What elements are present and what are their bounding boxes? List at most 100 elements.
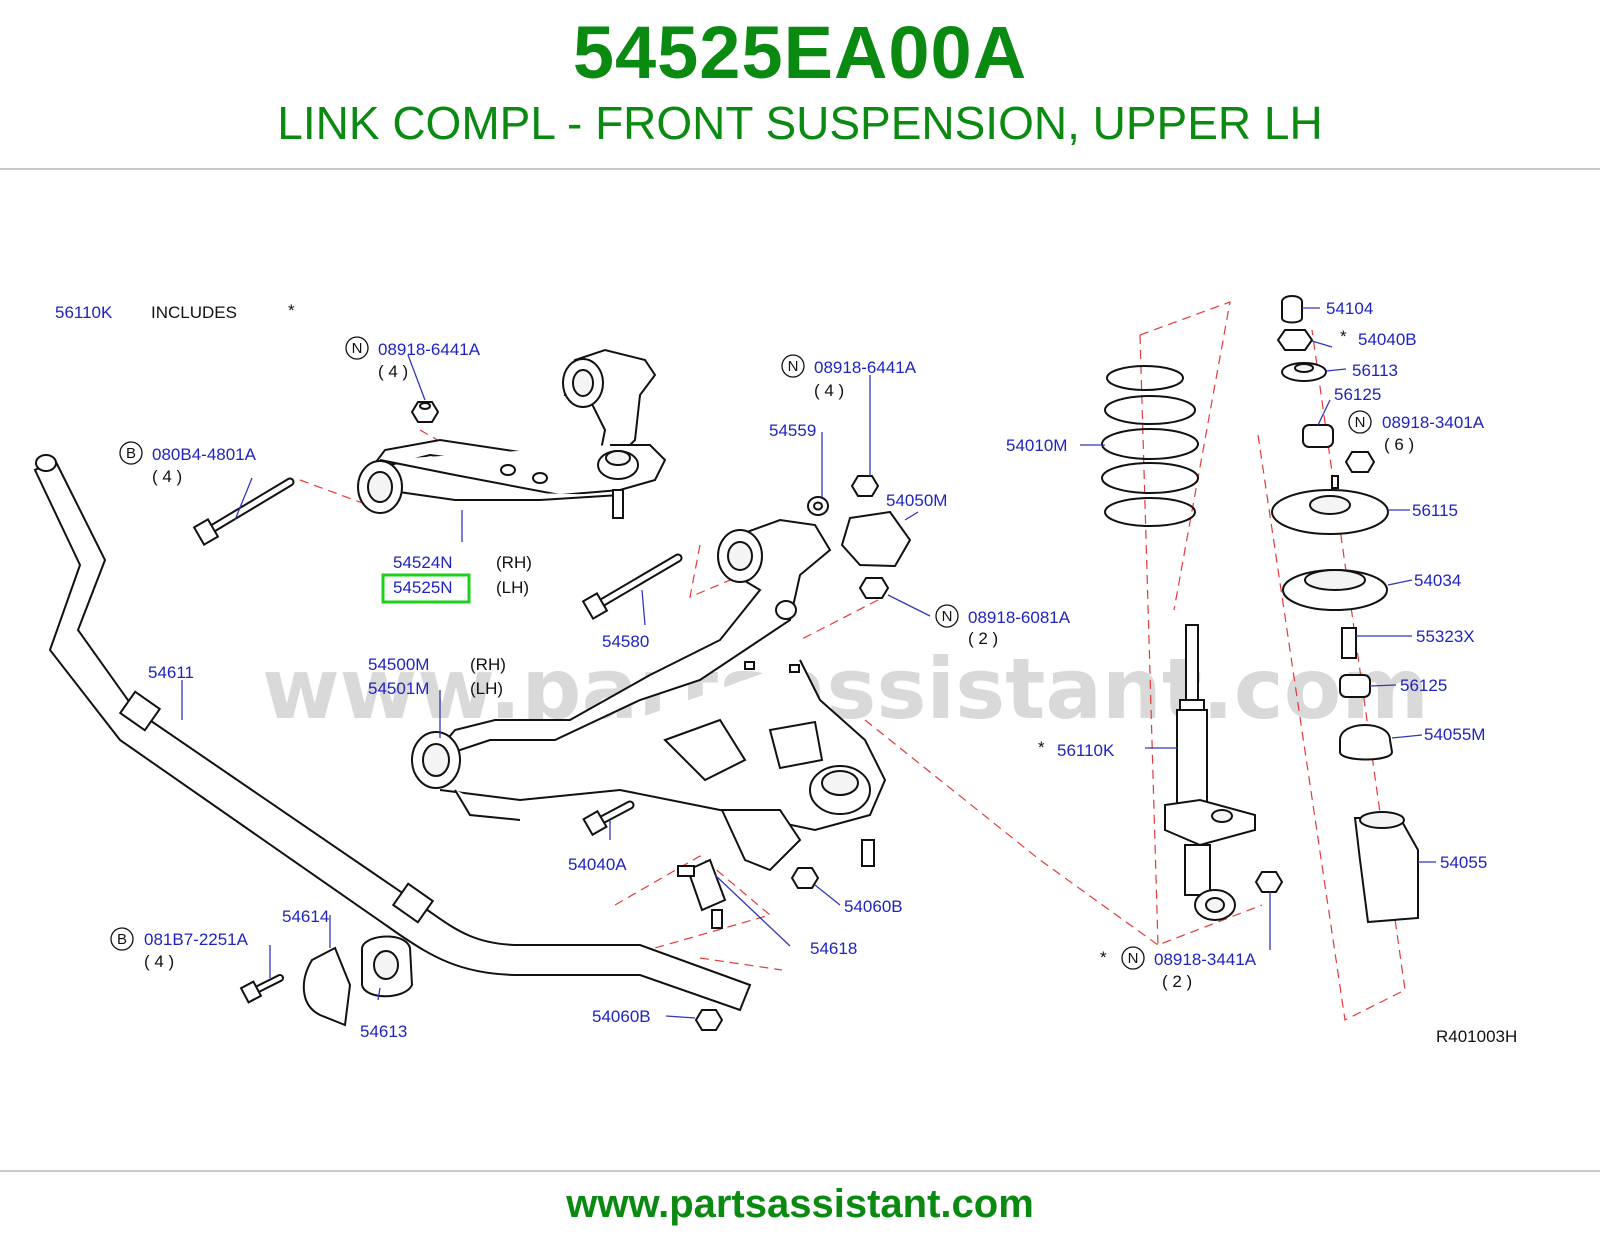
bushing-56125-upper	[1302, 424, 1334, 448]
label-includes-text: INCLUDES	[151, 303, 237, 322]
label-080b4-4801a[interactable]: 080B4-4801A	[152, 445, 257, 464]
circle-n-3: N	[935, 604, 959, 628]
label-54525n-side: (LH)	[496, 578, 529, 597]
lower-control-arm	[411, 518, 887, 872]
upper-control-arm	[357, 348, 667, 519]
circle-n-2: N	[781, 354, 805, 378]
plate-54050m	[840, 510, 912, 568]
qty-08918-3401a: ( 6 )	[1384, 435, 1414, 454]
page-header: 54525EA00A LINK COMPL - FRONT SUSPENSION…	[0, 0, 1600, 170]
cap-54104	[1281, 295, 1303, 324]
circle-b-1: B	[119, 441, 143, 465]
label-54010m[interactable]: 54010M	[1006, 436, 1067, 455]
svg-text:N: N	[942, 608, 953, 625]
footer-divider	[0, 1170, 1600, 1172]
nut-08918-3441a	[1254, 871, 1284, 893]
part-number-title: 54525EA00A	[572, 11, 1028, 94]
coil-spring	[1101, 365, 1199, 527]
washer-56113	[1281, 362, 1327, 382]
label-54611[interactable]: 54611	[148, 663, 194, 682]
label-08918-6441a-lower[interactable]: 08918-6441A	[814, 358, 917, 377]
label-54559[interactable]: 54559	[769, 421, 816, 440]
label-56110k[interactable]: 56110K	[1057, 741, 1115, 760]
qty-08918-6441a-lower: ( 4 )	[814, 381, 844, 400]
label-54500m[interactable]: 54500M	[368, 655, 429, 674]
label-54055[interactable]: 54055	[1440, 853, 1487, 872]
label-54524n[interactable]: 54524N	[393, 553, 453, 572]
shock-absorber	[1164, 624, 1256, 921]
upper-arm-bolt	[192, 477, 295, 547]
label-54104[interactable]: 54104	[1326, 299, 1373, 318]
label-includes-mark: *	[288, 301, 295, 320]
diagram-code: R401003H	[1436, 1027, 1517, 1046]
bumper-54055m	[1339, 724, 1394, 761]
label-55323x[interactable]: 55323X	[1416, 627, 1475, 646]
label-56125-upper[interactable]: 56125	[1334, 385, 1381, 404]
circle-b-2: B	[110, 927, 134, 951]
svg-text:N: N	[788, 358, 799, 375]
nut-08918-6441a-lower	[850, 475, 880, 497]
circle-n-4: N	[1121, 946, 1145, 970]
svg-text:B: B	[126, 445, 136, 462]
label-54613[interactable]: 54613	[360, 1022, 407, 1041]
dust-boot-54055	[1353, 811, 1419, 924]
circle-n-1: N	[345, 336, 369, 360]
stabilizer-link	[677, 858, 727, 929]
label-54524n-side: (RH)	[496, 553, 532, 572]
bushing-56125-lower	[1339, 674, 1371, 698]
svg-text:N: N	[1355, 414, 1366, 431]
header-divider	[0, 168, 1600, 170]
bushing-54613	[361, 935, 414, 998]
svg-text:N: N	[1128, 950, 1139, 967]
upper-arm-nut	[410, 401, 440, 423]
label-54618[interactable]: 54618	[810, 939, 857, 958]
stabilizer-bar	[33, 454, 752, 1012]
label-54040a[interactable]: 54040A	[568, 855, 627, 874]
label-08918-6441a-upper[interactable]: 08918-6441A	[378, 340, 481, 359]
part-description: LINK COMPL - FRONT SUSPENSION, UPPER LH	[277, 97, 1323, 149]
label-08918-3441a-star: *	[1100, 948, 1107, 967]
label-54055m[interactable]: 54055M	[1424, 725, 1485, 744]
nut-08918-3401a	[1344, 451, 1376, 473]
label-08918-3401a[interactable]: 08918-3401A	[1382, 413, 1485, 432]
footer-url[interactable]: www.partsassistant.com	[566, 1182, 1034, 1226]
label-54040b-star: *	[1340, 327, 1347, 346]
label-56113[interactable]: 56113	[1352, 361, 1398, 380]
label-56115[interactable]: 56115	[1412, 501, 1458, 520]
label-54501m-side: (LH)	[470, 679, 503, 698]
label-54060b-bar[interactable]: 54060B	[592, 1007, 651, 1026]
nut-08918-6081a	[858, 577, 890, 599]
nut-54060b-bar	[694, 1009, 724, 1031]
label-08918-3441a[interactable]: 08918-3441A	[1154, 950, 1257, 969]
bracket-54614	[302, 946, 352, 1027]
bolt-081b7-2251a	[239, 974, 284, 1004]
label-54500m-side: (RH)	[470, 655, 506, 674]
label-54614[interactable]: 54614	[282, 907, 329, 926]
qty-080b4-4801a: ( 4 )	[152, 467, 182, 486]
label-includes-part[interactable]: 56110K	[55, 303, 113, 322]
washer-54559	[807, 496, 829, 516]
nut-54040b	[1276, 329, 1314, 351]
lower-arm-bolt-54580	[581, 553, 683, 621]
label-54525n[interactable]: 54525N	[393, 578, 453, 597]
label-54060b-lower[interactable]: 54060B	[844, 897, 903, 916]
nut-54060b-lower	[790, 867, 820, 889]
qty-081b7-2251a: ( 4 )	[144, 952, 174, 971]
label-56125-lower[interactable]: 56125	[1400, 676, 1447, 695]
circle-n-5: N	[1348, 410, 1372, 434]
label-54034[interactable]: 54034	[1414, 571, 1461, 590]
sleeve-55323x	[1341, 627, 1357, 659]
seat-54034	[1282, 569, 1388, 611]
qty-08918-6441a-upper: ( 4 )	[378, 362, 408, 381]
leader-lines	[181, 307, 1436, 1019]
label-54050m[interactable]: 54050M	[886, 491, 947, 510]
label-54501m[interactable]: 54501M	[368, 679, 429, 698]
label-54580[interactable]: 54580	[602, 632, 649, 651]
svg-text:B: B	[117, 931, 127, 948]
label-54040b[interactable]: 54040B	[1358, 330, 1417, 349]
svg-text:N: N	[352, 340, 363, 357]
label-081b7-2251a[interactable]: 081B7-2251A	[144, 930, 249, 949]
qty-08918-3441a: ( 2 )	[1162, 972, 1192, 991]
label-08918-6081a[interactable]: 08918-6081A	[968, 608, 1071, 627]
